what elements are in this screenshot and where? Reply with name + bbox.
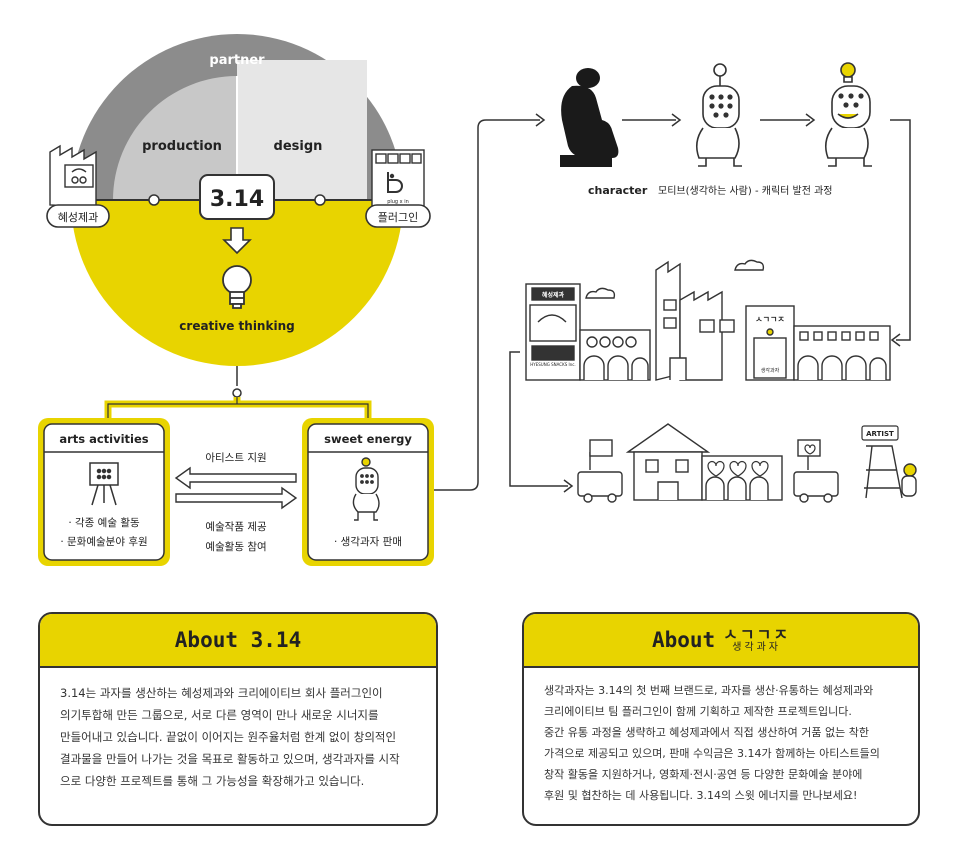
arrow-top-label: 아티스트 지원 bbox=[205, 452, 266, 464]
flow-line-2 bbox=[890, 119, 911, 341]
plug-logo-text: plug x in bbox=[387, 199, 409, 205]
center-label: 3.14 bbox=[210, 187, 264, 212]
about-314-line: 의기투합해 만든 그룹으로, 서로 다른 영역이 만나 새로운 시너지를 bbox=[60, 708, 379, 722]
about-brand-line: 크리에이티브 팀 플러그인이 함께 기획하고 제작한 프로젝트입니다. bbox=[544, 705, 852, 718]
diagram-canvas: partner production design 3.14 creative … bbox=[38, 34, 917, 566]
character-desc: 모티브(생각하는 사람) - 캐릭터 발전 과정 bbox=[658, 184, 833, 197]
design-label: design bbox=[274, 139, 323, 154]
factory-door-text: 생각과자 bbox=[761, 367, 780, 374]
about-314-line: 3.14는 과자를 생산하는 혜성제과와 크리에이티브 회사 플러그인이 bbox=[60, 686, 383, 700]
about-314-line: 만들어내고 있습니다. 끝없이 이어지는 원주율처럼 한계 없이 창의적인 bbox=[60, 730, 397, 744]
factory-sign-left-en: HYESUNG SNACKS Inc. bbox=[530, 362, 575, 367]
arts-title: arts activities bbox=[59, 432, 148, 446]
character-stage-3-icon bbox=[824, 62, 872, 167]
left-company-pill bbox=[46, 204, 110, 228]
artist-sign: ARTIST bbox=[866, 430, 894, 438]
brand-logo: ㅅㄱㄱㅈ 생각과자 bbox=[723, 627, 790, 653]
production-label: production bbox=[142, 139, 222, 154]
arrow-bottom-label-1: 예술작품 제공 bbox=[205, 520, 267, 533]
sweet-title: sweet energy bbox=[324, 432, 412, 446]
character-stage-2-icon bbox=[695, 63, 742, 167]
down-arrow-icon bbox=[222, 227, 252, 255]
about-brand-line: 후원 및 협찬하는 데 사용됩니다. 3.14의 스윗 에너지를 만나보세요! bbox=[544, 789, 858, 802]
thinking-character-icon bbox=[352, 457, 380, 521]
about-brand-line: 가격으로 제공되고 있으며, 판매 수익금은 3.14가 함께하는 아티스트들의 bbox=[544, 747, 880, 760]
flow-line-1 bbox=[434, 119, 540, 491]
lightbulb-icon bbox=[222, 265, 252, 309]
about-brand-body: 생각과자는 3.14의 첫 번째 브랜드로, 과자를 생산·유통하는 혜성제과와… bbox=[524, 668, 918, 806]
arts-item-1: · 각종 예술 활동 bbox=[68, 516, 140, 529]
factory-sign-left: 혜성제과 bbox=[542, 291, 565, 299]
about-314-box: About 3.14 3.14는 과자를 생산하는 혜성제과와 크리에이티브 회… bbox=[38, 612, 438, 826]
arts-item-2: · 문화예술분야 후원 bbox=[60, 535, 147, 548]
sweet-item: · 생각과자 판매 bbox=[334, 536, 402, 548]
brand-logo-main: ㅅㄱㄱㅈ bbox=[723, 625, 791, 644]
thinker-statue-icon bbox=[560, 68, 619, 167]
left-company-label: 혜성제과 bbox=[58, 211, 98, 224]
partner-label: partner bbox=[209, 53, 265, 68]
center-box bbox=[199, 174, 275, 220]
about-314-line: 결과물을 만들어 나가는 것을 목표로 활동하고 있으며, 생각과자를 시작 bbox=[60, 752, 400, 766]
factory-scene bbox=[525, 259, 891, 381]
factory-brand-sign: ㅅㄱㄱㅈ bbox=[755, 315, 784, 324]
character-bold-label: character bbox=[588, 184, 648, 197]
about-brand-line: 중간 유통 과정을 생략하고 혜성제과에서 직접 생산하여 거품 없는 착한 bbox=[544, 726, 869, 739]
left-node bbox=[148, 194, 160, 206]
right-company-pill bbox=[365, 204, 431, 228]
easel-icon bbox=[89, 462, 119, 506]
right-company-label: 플러그인 bbox=[378, 211, 418, 224]
about-314-body: 3.14는 과자를 생산하는 혜성제과와 크리에이티브 회사 플러그인이 의기투… bbox=[40, 668, 436, 792]
creative-label: creative thinking bbox=[179, 319, 294, 333]
yellow-connector bbox=[104, 397, 372, 420]
arrow-bottom-label-2: 예술활동 참여 bbox=[205, 540, 266, 553]
building-icon bbox=[371, 149, 425, 207]
about-314-line: 으로 다양한 프로젝트를 통해 그 가능성을 확장해가고 있습니다. bbox=[60, 774, 365, 788]
about-brand-box: About ㅅㄱㄱㅈ 생각과자 생각과자는 3.14의 첫 번째 브랜드로, 과… bbox=[522, 612, 920, 826]
brand-logo-sub: 생각과자 bbox=[732, 642, 781, 653]
artist-sign-box bbox=[861, 425, 899, 441]
left-arrow-icon bbox=[174, 466, 297, 490]
about-314-title: About 3.14 bbox=[40, 614, 436, 668]
right-node bbox=[314, 194, 326, 206]
heart-icons bbox=[707, 444, 816, 477]
about-brand-title: About ㅅㄱㄱㅈ 생각과자 bbox=[524, 614, 918, 668]
about-brand-line: 생각과자는 3.14의 첫 번째 브랜드로, 과자를 생산·유통하는 혜성제과와 bbox=[544, 684, 874, 697]
flow-line-3 bbox=[509, 351, 568, 487]
about-brand-line: 창작 활동을 지원하거나, 영화제·전시·공연 등 다양한 문화예술 분야에 bbox=[544, 768, 863, 781]
about-brand-prefix: About bbox=[651, 628, 716, 652]
factory-icon bbox=[49, 144, 97, 208]
right-arrow-icon bbox=[175, 486, 298, 510]
